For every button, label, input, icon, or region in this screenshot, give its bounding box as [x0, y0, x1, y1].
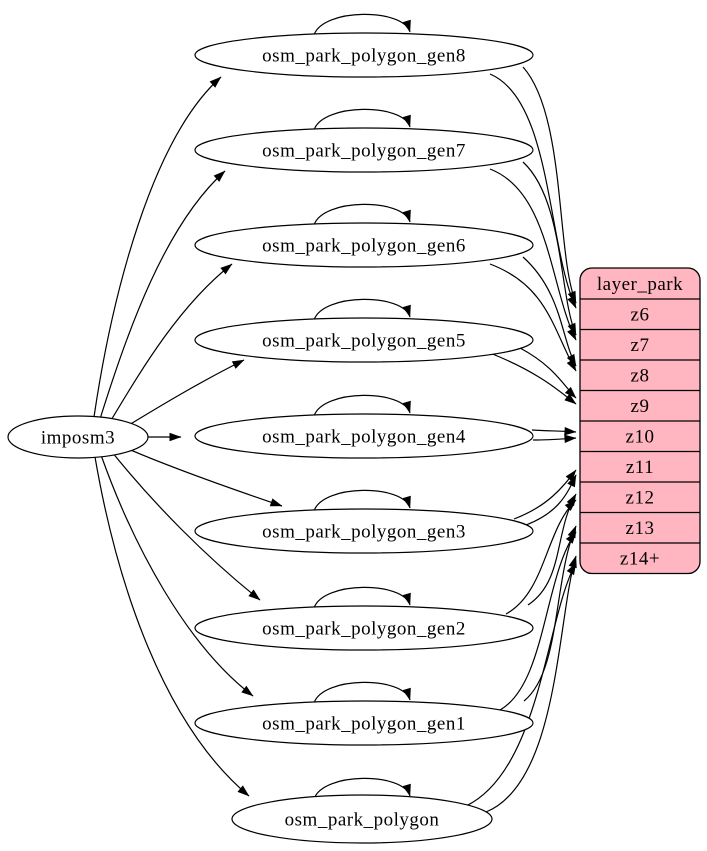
- edge-selfloop-gen1: [313, 681, 411, 704]
- edge-gen5-z9-a: [489, 352, 577, 405]
- node-imposm3: imposm3: [7, 415, 149, 459]
- edge-selfloop-gen2: [313, 586, 411, 609]
- node-gen2-label: osm_park_polygon_gen2: [262, 619, 466, 640]
- edge-polygon-z14-b: [485, 555, 577, 813]
- node-gen2-shape: [194, 605, 534, 651]
- node-gen6-shape: [194, 222, 534, 268]
- node-gen8-label: osm_park_polygon_gen8: [262, 46, 466, 67]
- edge-imposm3-gen1: [100, 454, 254, 697]
- edge-selfloop-gen6: [313, 203, 411, 226]
- edges-layer: [93, 13, 577, 813]
- edge-polygon-z14-a: [465, 562, 577, 807]
- edge-selfloop-gen4: [313, 394, 411, 417]
- edge-gen7-z7-b: [522, 161, 577, 336]
- node-osm-park-polygon: osm_park_polygon: [231, 794, 493, 844]
- node-osm-park-polygon-gen2: osm_park_polygon_gen2: [194, 605, 534, 651]
- node-imposm3-label: imposm3: [41, 428, 115, 449]
- node-gen5-shape: [194, 317, 534, 363]
- edge-selfloop-gen5: [313, 298, 411, 321]
- node-gen4-label: osm_park_polygon_gen4: [262, 427, 466, 448]
- node-gen3-label: osm_park_polygon_gen3: [262, 522, 466, 543]
- edge-gen8-z6-a: [489, 73, 577, 309]
- edge-gen8-z6-b: [522, 66, 577, 304]
- edge-gen4-z10-b: [531, 426, 577, 436]
- node-gen4-shape: [194, 413, 534, 459]
- edge-imposm3-gen2: [111, 451, 261, 601]
- zoom-row-z14: z14+: [620, 549, 660, 570]
- edge-selfloop-gen7: [313, 108, 411, 131]
- node-polygon-label: osm_park_polygon: [285, 810, 440, 831]
- node-gen6-label: osm_park_polygon_gen6: [262, 236, 466, 257]
- node-gen7-label: osm_park_polygon_gen7: [262, 141, 466, 162]
- node-osm-park-polygon-gen4: osm_park_polygon_gen4: [194, 413, 534, 459]
- node-osm-park-polygon-gen6: osm_park_polygon_gen6: [194, 222, 534, 268]
- edge-selfloop-gen8: [313, 13, 411, 36]
- edge-imposm3-gen3: [125, 447, 283, 507]
- node-imposm3-shape: [7, 415, 149, 459]
- node-osm-park-polygon-gen8: osm_park_polygon_gen8: [194, 32, 534, 78]
- edge-gen6-z8-b: [522, 256, 577, 367]
- edge-gen2-z12-a: [505, 499, 577, 615]
- node-gen3-shape: [194, 508, 534, 554]
- node-gen8-shape: [194, 32, 534, 78]
- node-gen7-shape: [194, 127, 534, 173]
- node-osm-park-polygon-gen7: osm_park_polygon_gen7: [194, 127, 534, 173]
- layer-park-table: layer_park z6 z7 z8 z9 z10 z11 z12 z13 z…: [579, 267, 701, 575]
- node-osm-park-polygon-gen3: osm_park_polygon_gen3: [194, 508, 534, 554]
- edge-gen5-z9-b: [519, 347, 577, 399]
- edge-imposm3-gen7: [99, 170, 226, 420]
- edge-selfloop-polygon: [313, 777, 411, 800]
- node-osm-park-polygon-gen1: osm_park_polygon_gen1: [194, 700, 534, 746]
- zoom-row-z11: z11: [626, 457, 654, 478]
- node-polygon-shape: [231, 794, 493, 844]
- edge-gen2-z12-b: [527, 493, 577, 606]
- edge-imposm3-gen6: [109, 263, 233, 423]
- edge-imposm3-gen8: [93, 76, 222, 418]
- node-gen1-shape: [194, 700, 534, 746]
- edge-gen1-z13-b: [523, 525, 577, 702]
- edge-gen3-z11-b: [525, 474, 577, 526]
- edge-imposm3-polygon: [94, 456, 250, 797]
- zoom-row-z7: z7: [631, 335, 650, 356]
- edge-gen4-z10-a: [532, 434, 577, 443]
- zoom-row-z12: z12: [626, 488, 655, 509]
- node-gen5-label: osm_park_polygon_gen5: [262, 331, 466, 352]
- zoom-row-z10: z10: [626, 427, 655, 448]
- node-osm-park-polygon-gen5: osm_park_polygon_gen5: [194, 317, 534, 363]
- zoom-row-z8: z8: [631, 366, 650, 387]
- zoom-row-z9: z9: [631, 396, 650, 417]
- zoom-row-z13: z13: [626, 518, 655, 539]
- edge-selfloop-gen3: [313, 489, 411, 512]
- edge-imposm3-gen5: [123, 359, 245, 429]
- zoom-row-z6: z6: [631, 305, 650, 326]
- node-gen1-label: osm_park_polygon_gen1: [262, 714, 466, 735]
- layer-park-header: layer_park: [597, 274, 683, 295]
- edge-gen1-z13-a: [499, 531, 577, 711]
- edge-gen7-z7-a: [489, 168, 577, 341]
